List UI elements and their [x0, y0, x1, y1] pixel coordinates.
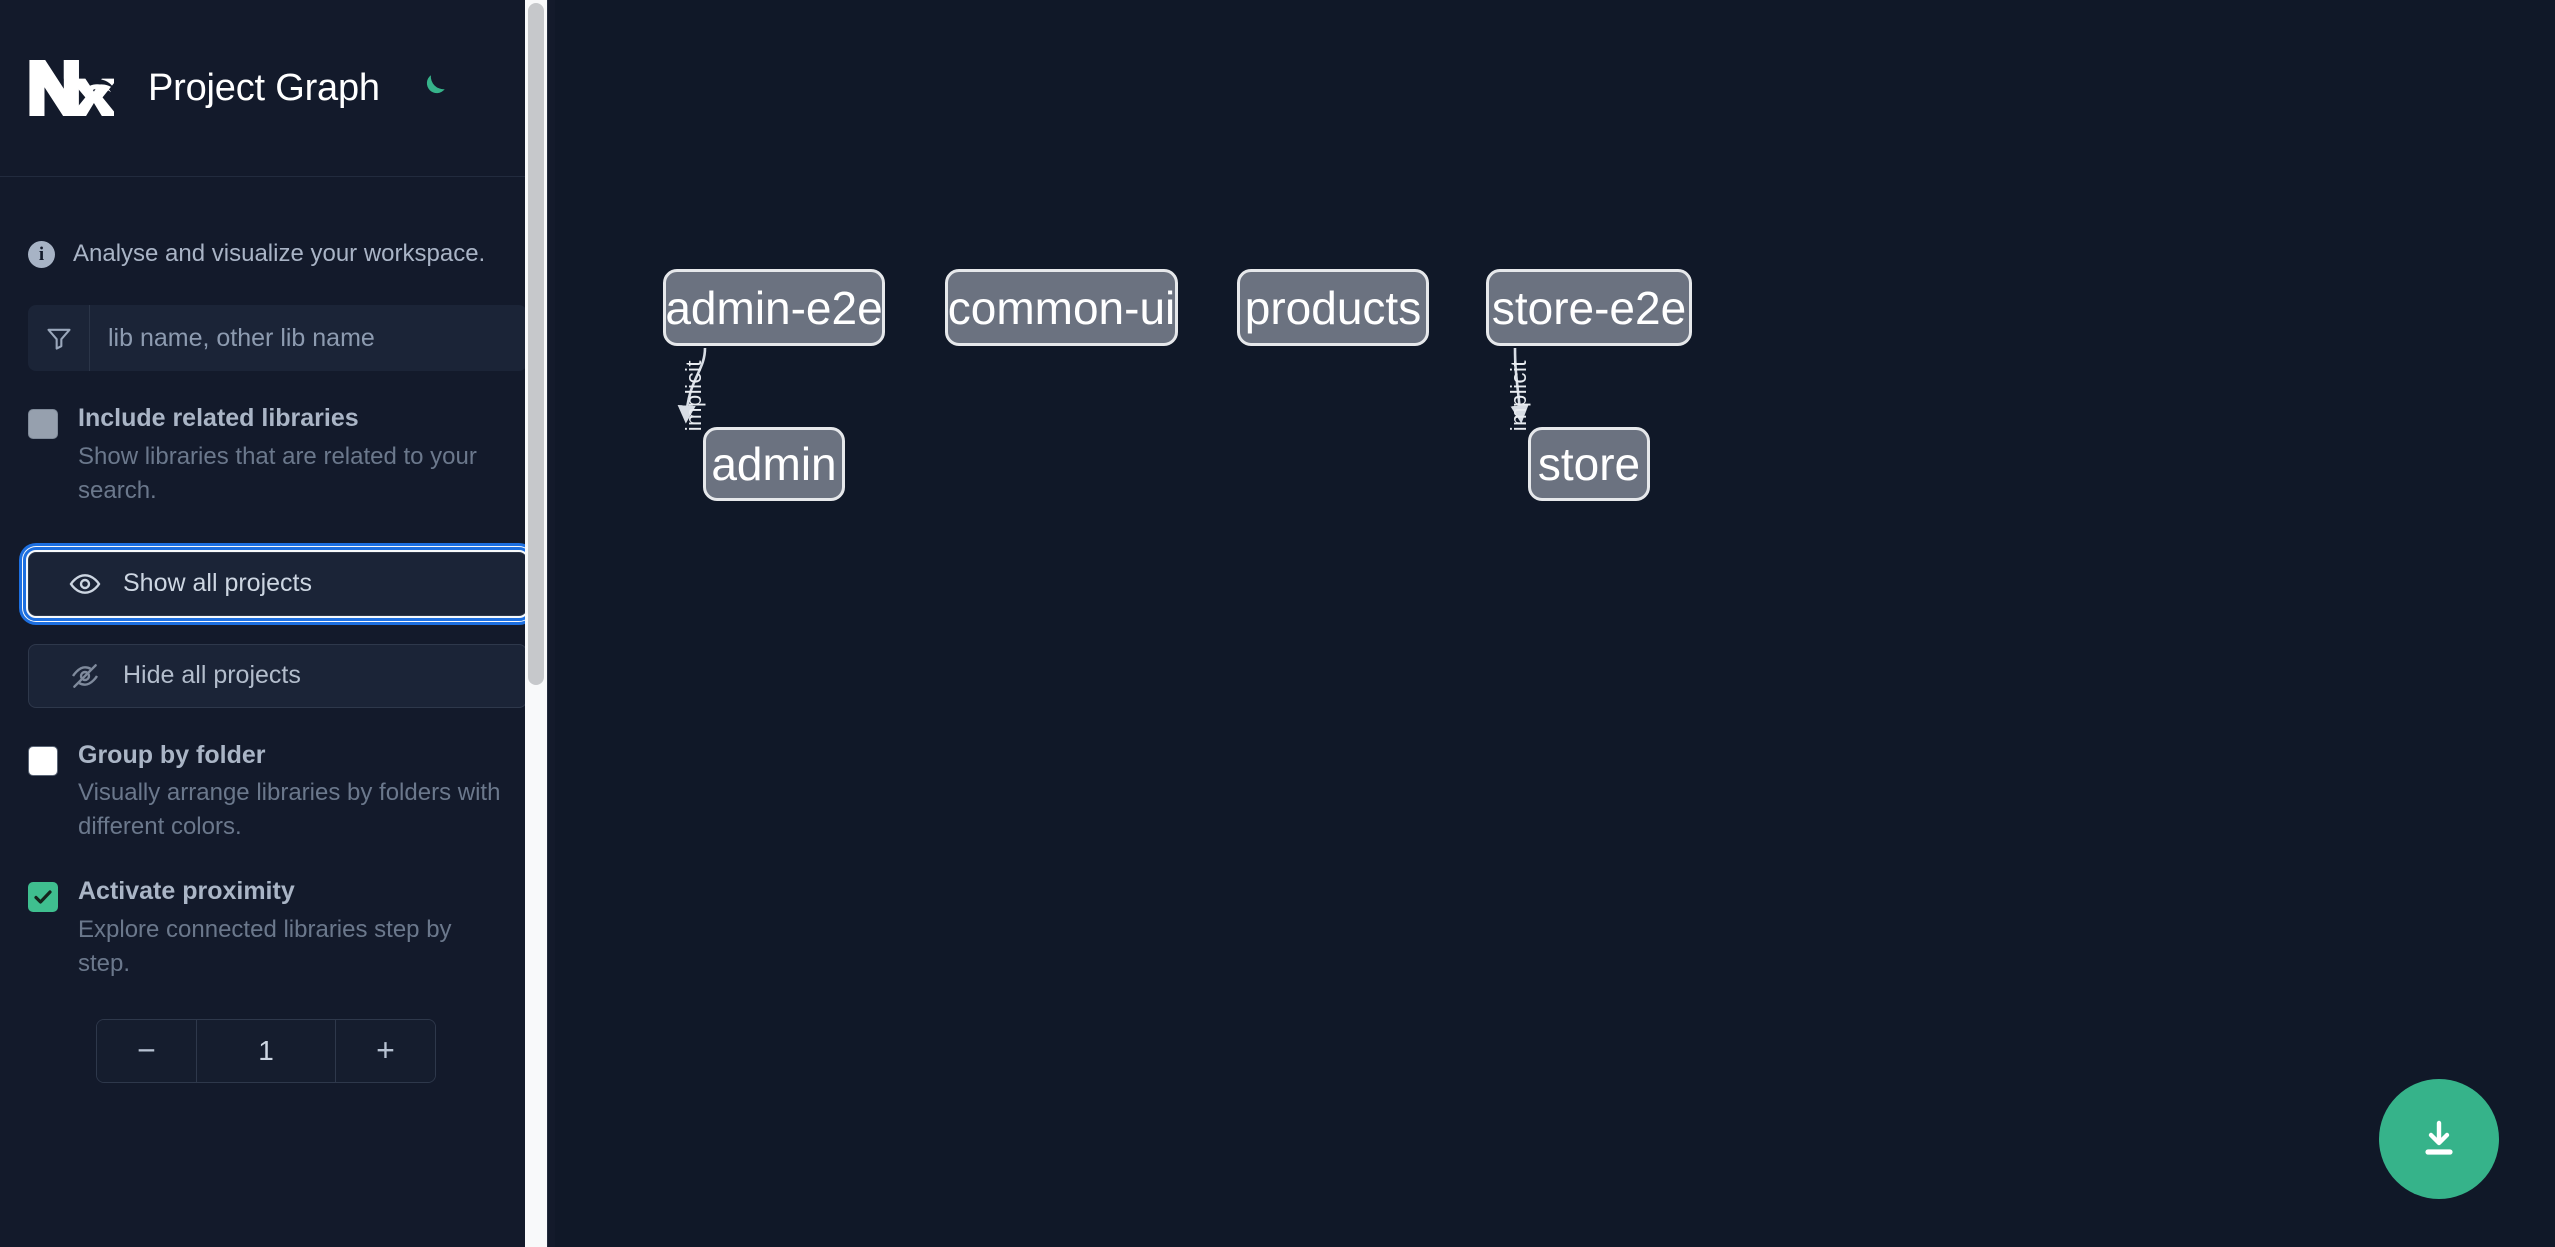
page-title: Project Graph: [148, 66, 380, 109]
tagline-text: Analyse and visualize your workspace.: [73, 240, 486, 267]
stepper-increment-button[interactable]: +: [335, 1019, 435, 1082]
option-description: Show libraries that are related to your …: [78, 442, 477, 504]
graph-edges: [677, 347, 1529, 424]
sidebar-header: Project Graph: [0, 0, 555, 177]
eye-icon: [67, 566, 103, 602]
sidebar-body: i Analyse and visualize your workspace. …: [0, 177, 555, 1083]
graph-node-products[interactable]: products: [1237, 269, 1429, 346]
graph-node-admin-e2e[interactable]: admin-e2e: [663, 269, 885, 346]
eye-off-icon: [67, 658, 103, 694]
show-all-projects-label: Show all projects: [123, 569, 312, 598]
nx-logo-icon: [28, 57, 118, 119]
checkbox-group-by-folder[interactable]: [28, 745, 58, 776]
sidebar-scrollbar[interactable]: [525, 0, 547, 1247]
sidebar: Project Graph i Analyse and visualize yo…: [0, 0, 555, 1247]
graph-node-admin[interactable]: admin: [703, 427, 845, 501]
hide-all-projects-label: Hide all projects: [123, 661, 301, 690]
download-graph-button[interactable]: [2379, 1079, 2499, 1199]
sidebar-edge: [547, 0, 555, 1247]
option-description: Visually arrange libraries by folders wi…: [78, 779, 501, 841]
search-input[interactable]: [90, 305, 527, 371]
option-label: Group by folder: [78, 740, 266, 769]
stepper-value: 1: [197, 1019, 335, 1082]
checkbox-include-related-libraries[interactable]: [28, 409, 58, 439]
checkbox-activate-proximity[interactable]: [28, 882, 58, 913]
proximity-stepper[interactable]: − 1 +: [96, 1018, 436, 1083]
stepper-decrement-button[interactable]: −: [97, 1019, 197, 1082]
edge-label-implicit: implicit: [1506, 360, 1531, 432]
option-activate-proximity[interactable]: Activate proximity Explore connected lib…: [28, 878, 527, 981]
filter-input-row[interactable]: [28, 305, 527, 371]
graph-node-store[interactable]: store: [1528, 427, 1650, 501]
hide-all-projects-button[interactable]: Hide all projects: [28, 643, 527, 708]
filter-funnel-icon: [28, 305, 90, 371]
info-icon: i: [28, 240, 55, 268]
project-graph-canvas[interactable]: implicit implicit admin-e2e common-ui pr…: [555, 0, 2555, 1247]
option-include-related-libraries[interactable]: Include related libraries Show libraries…: [28, 404, 527, 508]
show-all-projects-button[interactable]: Show all projects: [23, 546, 532, 621]
graph-node-common-ui[interactable]: common-ui: [945, 269, 1178, 346]
graph-node-store-e2e[interactable]: store-e2e: [1486, 269, 1692, 346]
option-description: Explore connected libraries step by step…: [78, 915, 452, 977]
option-label: Activate proximity: [78, 877, 295, 906]
option-group-by-folder[interactable]: Group by folder Visually arrange librari…: [28, 740, 527, 845]
edge-label-implicit: implicit: [681, 360, 706, 432]
tagline: i Analyse and visualize your workspace.: [28, 177, 527, 287]
sidebar-scrollbar-thumb[interactable]: [528, 3, 544, 685]
moon-icon[interactable]: [412, 68, 452, 108]
option-label: Include related libraries: [78, 404, 359, 432]
